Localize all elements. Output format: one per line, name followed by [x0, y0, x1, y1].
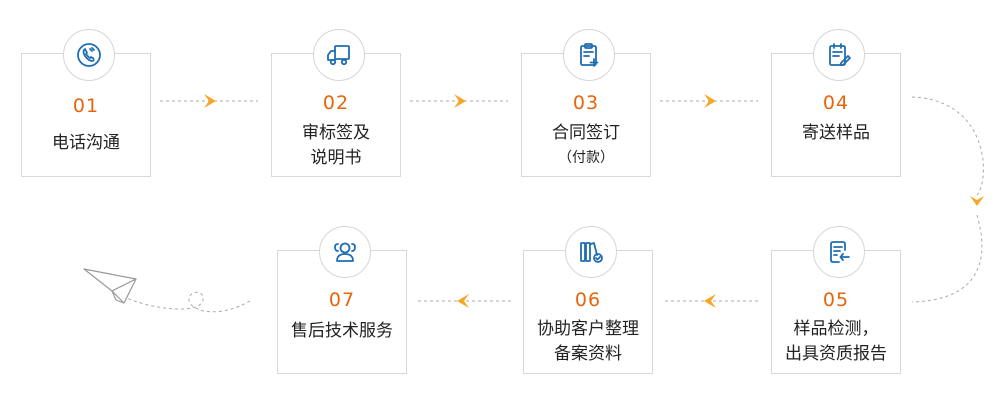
- step-label-line1: 样品检测，: [793, 319, 879, 339]
- report-icon: [813, 226, 865, 278]
- arrow-down: [970, 196, 984, 206]
- step-label-line1: 合同签订: [552, 123, 620, 143]
- clipboard-edit-icon: [813, 29, 865, 81]
- step-number: 01: [72, 95, 100, 117]
- arrow-right-1: [204, 94, 216, 108]
- paper-plane-icon: [83, 268, 137, 304]
- step-number: 06: [574, 289, 602, 311]
- phone-icon: [63, 29, 115, 81]
- step-number: 02: [322, 92, 350, 114]
- books-icon: [565, 226, 617, 278]
- step-number: 04: [822, 92, 850, 114]
- users-icon: [319, 226, 371, 278]
- step-number: 07: [328, 289, 356, 311]
- step-label: 售后技术服务: [291, 321, 393, 341]
- arrow-left-1: [704, 294, 716, 308]
- step-label: 电话沟通: [52, 133, 120, 153]
- step-number: 05: [822, 289, 850, 311]
- step-label-line2: 说明书: [310, 148, 362, 168]
- step-label-line2: 出具资质报告: [785, 344, 887, 364]
- step-label: 寄送样品: [802, 123, 870, 143]
- arrow-right-3: [704, 94, 716, 108]
- step-label-line1: 协助客户整理: [537, 319, 639, 339]
- clipboard-plus-icon: [563, 29, 615, 81]
- step-label-line1: 审标签及: [302, 123, 370, 143]
- step-number: 03: [572, 92, 600, 114]
- step-label-line2: （付款）: [558, 150, 614, 166]
- arrow-left-2: [457, 294, 469, 308]
- step-label-line2: 备案资料: [554, 344, 622, 364]
- truck-icon: [313, 29, 365, 81]
- arrow-right-2: [454, 94, 466, 108]
